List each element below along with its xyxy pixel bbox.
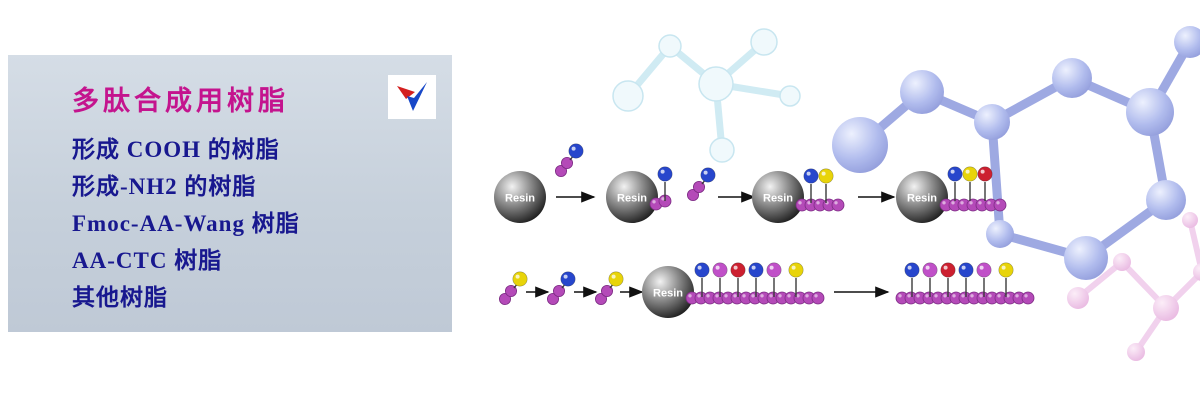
amino-acid-monomer-yellow (594, 271, 624, 306)
amino-acid-monomer-yellow (498, 271, 528, 306)
left-panel: 多肽合成用树脂 形成 COOH 的树脂 形成-NH2 的树脂 Fmoc-AA-W… (8, 55, 452, 332)
cleaved-peptide-chain (895, 262, 1035, 305)
resin-sphere (642, 266, 694, 318)
list-item-aa-ctc[interactable]: AA-CTC 树脂 (72, 248, 223, 273)
resin-sphere (494, 171, 546, 223)
molecule-background-pink (1067, 212, 1200, 361)
list-item-other-resins[interactable]: 其他树脂 (72, 285, 168, 310)
molecule-background-cyan (612, 28, 801, 163)
peptide-chain-long (685, 262, 825, 305)
panel-title: 多肽合成用树脂 (72, 86, 289, 116)
peptide-chain (795, 168, 845, 212)
list-item-fmoc-aa-wang[interactable]: Fmoc-AA-Wang 树脂 (72, 211, 300, 236)
peptide-synthesis-illustration: Resin (460, 0, 1200, 400)
resin-sphere (752, 171, 804, 223)
amino-acid-monomer-blue (554, 143, 584, 178)
resin-category-list: 形成 COOH 的树脂 形成-NH2 的树脂 Fmoc-AA-Wang 树脂 A… (72, 131, 300, 316)
resin-sphere (606, 171, 658, 223)
list-item-cooh-resin[interactable]: 形成 COOH 的树脂 (72, 137, 280, 162)
reaction-row-2 (498, 262, 1035, 318)
brand-logo (388, 75, 436, 119)
amino-acid-monomer-blue (686, 167, 716, 202)
amino-acid-monomer-blue (546, 271, 576, 306)
brand-logo-icon (397, 82, 427, 111)
reaction-row-1 (494, 143, 1007, 223)
resin-sphere (896, 171, 948, 223)
synthesis-diagram-svg: Resin (494, 26, 1200, 361)
molecule-background-blue (832, 26, 1200, 280)
list-item-nh2-resin[interactable]: 形成-NH2 的树脂 (72, 174, 257, 199)
